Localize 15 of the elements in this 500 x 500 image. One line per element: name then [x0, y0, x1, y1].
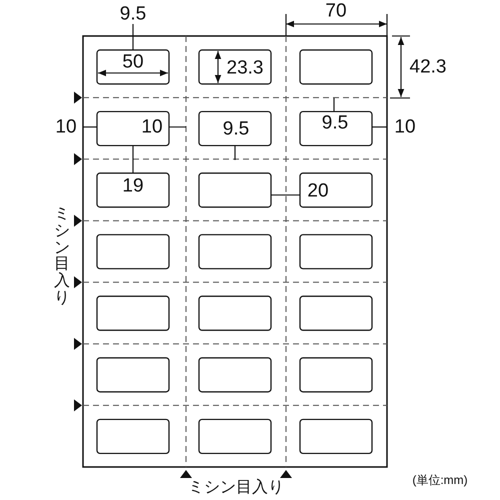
dimension-value: 10 [141, 118, 163, 136]
dimension-value: 10 [55, 118, 77, 136]
dimension-value: 50 [122, 52, 144, 72]
unit-note: (単位:mm) [412, 474, 468, 486]
perforation-note: ミシン目入り [54, 206, 70, 308]
dimension-value: 10 [394, 118, 416, 136]
dimension-value: 19 [122, 176, 144, 196]
dimension-value: 42.3 [410, 58, 446, 76]
dimension-value: 9.5 [222, 120, 250, 138]
dimension-value: 23.3 [226, 58, 264, 78]
dimension-value: 9.5 [120, 4, 146, 24]
dimension-value: 70 [325, 2, 347, 20]
dimension-value: 9.5 [322, 114, 348, 132]
dimension-value: 20 [307, 182, 329, 200]
perforation-note: ミシン目入り [188, 480, 284, 496]
